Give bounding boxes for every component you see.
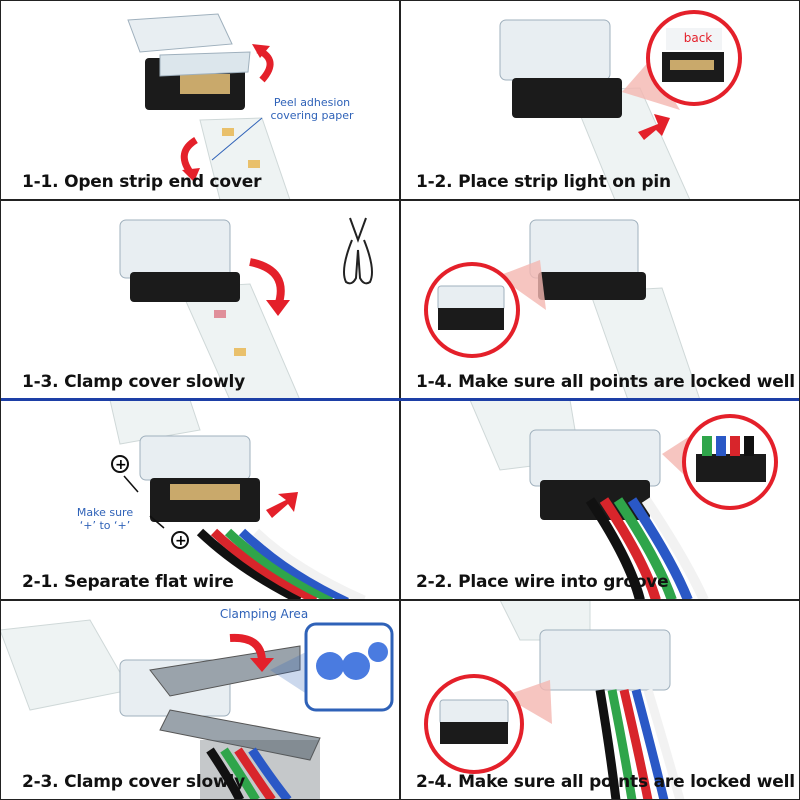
back-label: back: [683, 31, 713, 45]
polarity-note-line1: Make sure: [76, 506, 134, 519]
step-2-2-illustration: [469, 400, 778, 600]
row-divider: [0, 199, 800, 201]
step-1-3-panel: 1-3. Clamp cover slowly: [0, 200, 400, 400]
polarity-note-line2: ‘+’ to ‘+’: [79, 519, 131, 532]
svg-text:+: +: [175, 533, 187, 549]
svg-text:+: +: [115, 457, 127, 473]
push-arrow-icon: [638, 114, 670, 140]
step-2-4-panel: 2-4. Make sure all points are locked wel…: [400, 600, 800, 800]
plus-marker-icon: [171, 531, 189, 549]
row-divider: [0, 599, 800, 601]
rotate-arrow-icon: [229, 633, 266, 663]
step-2-3-caption: 2-3. Clamp cover slowly: [22, 772, 245, 792]
push-arrow-icon: [266, 492, 298, 518]
step-2-1-panel: + + Make sure ‘+’ to ‘+’ 2-1. Separate f…: [0, 400, 400, 600]
plus-marker-icon: [111, 455, 129, 473]
rotate-arrow-icon: [180, 136, 198, 175]
clamping-area-label: Clamping Area: [219, 607, 309, 621]
step-2-3-illustration: [0, 619, 394, 800]
peel-note: Peel adhesion covering paper: [270, 96, 354, 122]
step-1-2-illustration: [499, 10, 742, 200]
section-divider: [0, 398, 800, 401]
polarity-note: Make sure ‘+’ to ‘+’: [70, 506, 140, 532]
step-1-3-illustration: [119, 217, 373, 400]
pliers-icon: [343, 217, 373, 285]
step-1-2-caption: 1-2. Place strip light on pin: [416, 172, 671, 192]
step-1-1-caption: 1-1. Open strip end cover: [22, 172, 262, 192]
step-2-2-panel: 2-2. Place wire into groove: [400, 400, 800, 600]
step-2-3-panel: Clamping Area 2-3. Clamp cover slowly: [0, 600, 400, 800]
step-1-4-caption: 1-4. Make sure all points are locked wel…: [416, 372, 795, 392]
step-2-2-caption: 2-2. Place wire into groove: [416, 572, 669, 592]
step-2-4-caption: 2-4. Make sure all points are locked wel…: [416, 772, 795, 792]
step-2-4-illustration: [424, 600, 685, 800]
step-1-1-illustration: [127, 13, 291, 200]
step-1-4-illustration: [424, 219, 701, 400]
rotate-arrow-icon: [249, 258, 285, 308]
step-1-2-panel: back 1-2. Place strip light on pin: [400, 0, 800, 200]
step-1-4-panel: 1-4. Make sure all points are locked wel…: [400, 200, 800, 400]
step-2-1-caption: 2-1. Separate flat wire: [22, 572, 234, 592]
step-1-1-panel: Peel adhesion covering paper 1-1. Open s…: [0, 0, 400, 200]
step-2-1-illustration: + +: [109, 400, 366, 600]
step-1-3-caption: 1-3. Clamp cover slowly: [22, 372, 245, 392]
